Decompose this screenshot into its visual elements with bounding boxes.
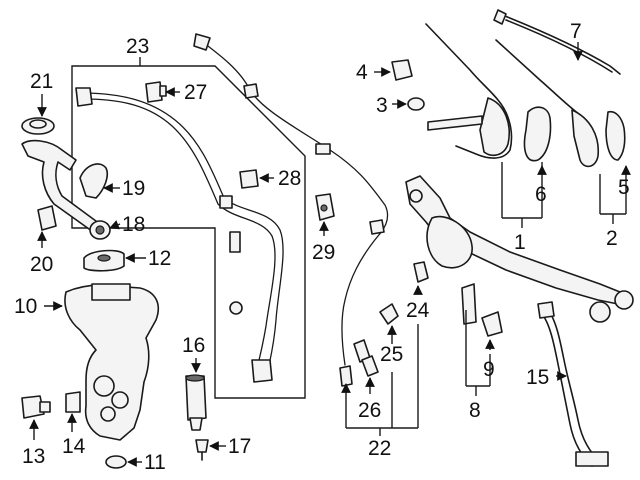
- part-24-connector: [413, 261, 429, 283]
- part-20-filler-neck: [21, 139, 101, 235]
- part-2-wiper-arm: [495, 39, 599, 168]
- callout-4: 4: [356, 61, 368, 84]
- part-11-plug: [105, 455, 127, 469]
- part-6-arm-cover: [523, 106, 552, 162]
- part-21-cap: [21, 117, 55, 135]
- part-9-bracket: [481, 311, 503, 337]
- callout-11: 11: [144, 451, 166, 474]
- callout-5: 5: [618, 176, 630, 199]
- part-13-level-sensor: [21, 395, 51, 419]
- callout-8: 8: [469, 399, 481, 422]
- part-7-wiper-blade: [493, 9, 621, 75]
- part-14-grommet: [65, 391, 81, 413]
- part-10-reservoir: [64, 283, 160, 441]
- callout-6: 6: [535, 183, 547, 206]
- callout-9: 9: [483, 358, 495, 381]
- callout-24: 24: [406, 299, 430, 322]
- callout-labels: 1 2 3 4 5 6 7 8 9 10 11 12 13 14 15 16 1…: [14, 20, 630, 474]
- part-16-washer-pump: [185, 374, 207, 431]
- callout-7: 7: [570, 20, 582, 43]
- washer-hose-23: [75, 87, 284, 383]
- part-29-clip: [315, 193, 335, 221]
- callout-13: 13: [22, 445, 45, 468]
- callout-19: 19: [122, 177, 145, 200]
- part-12-cover: [83, 249, 125, 272]
- callout-1: 1: [514, 231, 526, 254]
- callout-20: 20: [30, 253, 53, 276]
- callout-16: 16: [182, 334, 205, 357]
- part-15-hose: [537, 301, 609, 467]
- callout-10: 10: [14, 295, 37, 318]
- part-1-wiper-arm: [425, 23, 513, 159]
- callout-26: 26: [358, 399, 381, 422]
- callout-3: 3: [376, 94, 388, 117]
- callout-2: 2: [606, 227, 618, 250]
- part-4-nut: [391, 59, 413, 81]
- callout-29: 29: [312, 241, 335, 264]
- callout-15: 15: [526, 366, 549, 389]
- callout-28: 28: [278, 167, 301, 190]
- callout-18: 18: [122, 213, 145, 236]
- callout-27: 27: [184, 81, 207, 104]
- part-17-screw: [195, 439, 209, 461]
- callout-21: 21: [30, 70, 53, 93]
- callout-23: 23: [126, 35, 149, 58]
- wiper-linkage: [405, 175, 634, 325]
- callout-14: 14: [62, 435, 86, 458]
- part-19-bracket: [79, 163, 109, 199]
- part-18-grommet: [89, 220, 111, 240]
- part-3-nut-cap: [407, 97, 425, 111]
- callout-25: 25: [380, 343, 403, 366]
- part-25-connector: [379, 303, 399, 325]
- long-washer-hose: [193, 33, 389, 366]
- part-27-connector: [145, 81, 167, 103]
- part-28-connector: [239, 169, 259, 189]
- callout-12: 12: [148, 247, 171, 270]
- callout-22: 22: [368, 437, 391, 460]
- callout-17: 17: [228, 435, 251, 458]
- leader-lines: [29, 42, 631, 467]
- part-26-check-valve: [339, 339, 379, 387]
- part-5-arm-cover: [605, 110, 626, 161]
